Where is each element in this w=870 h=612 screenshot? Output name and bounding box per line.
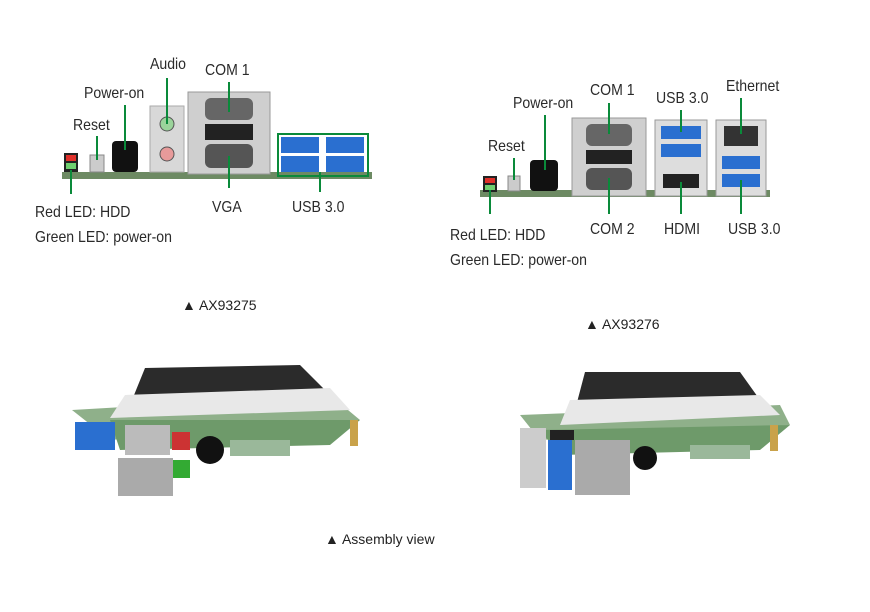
label-com2: COM 2 — [590, 221, 635, 238]
label-green-led: Green LED: power-on — [35, 229, 172, 246]
caption-ax93276: ▲ AX93276 — [585, 316, 660, 332]
label-usb: USB 3.0 — [292, 199, 345, 216]
caption-ax93275: ▲ AX93275 — [182, 297, 257, 313]
label-audio: Audio — [150, 56, 187, 73]
label-com1: COM 1 — [205, 62, 250, 79]
label-green-led: Green LED: power-on — [450, 252, 587, 269]
label-reset: Reset — [488, 138, 525, 155]
label-usb-top: USB 3.0 — [656, 90, 709, 107]
label-power-on: Power-on — [84, 85, 145, 102]
label-usb-bottom: USB 3.0 — [728, 221, 781, 238]
ax93276-io-panel — [480, 98, 770, 214]
label-vga: VGA — [212, 199, 242, 216]
assembly-photo-ax93276 — [520, 372, 790, 495]
label-red-led: Red LED: HDD — [450, 227, 546, 244]
label-red-led: Red LED: HDD — [35, 204, 131, 221]
label-com1: COM 1 — [590, 82, 635, 99]
label-hdmi: HDMI — [664, 221, 700, 238]
label-ethernet: Ethernet — [726, 78, 780, 95]
label-reset: Reset — [73, 117, 110, 134]
ax93275-io-panel — [62, 78, 372, 194]
label-power-on: Power-on — [513, 95, 574, 112]
assembly-photo-ax93275 — [72, 365, 360, 496]
caption-assembly-view: ▲ Assembly view — [325, 531, 435, 547]
